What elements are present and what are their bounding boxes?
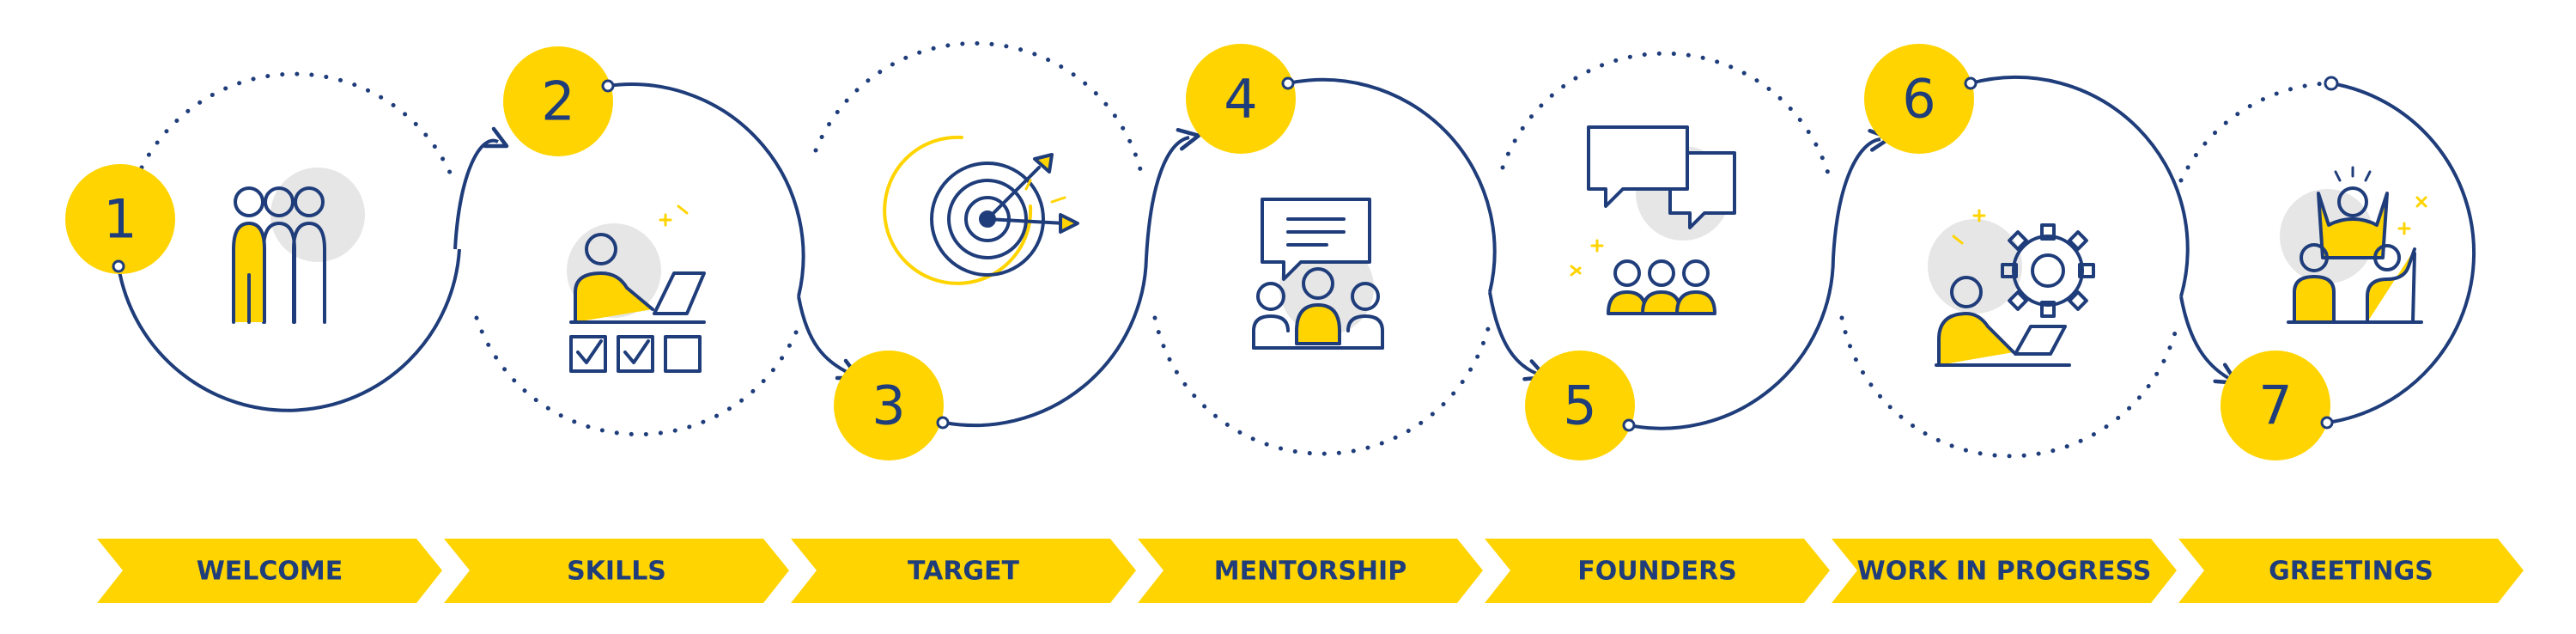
connector-arc-dotted [1500,51,1832,179]
connector-arc-dotted [1839,315,2179,459]
step-number: 3 [872,375,905,437]
connector-arc-dotted [813,40,1145,179]
step-badge-4: 4 [1186,44,1296,154]
connector-arc-solid [1970,75,2190,297]
celebrating-people-icon [2280,166,2427,324]
step-number: 1 [103,188,137,251]
step-badge-1: 1 [65,164,175,274]
connector-arc-solid [453,126,509,250]
connector-arc-solid [797,296,861,381]
chevron-step-7: GREETINGS [2178,539,2524,603]
connector-arc-solid [1287,77,1497,293]
step-label: TARGET [908,557,1020,587]
chevron-step-2: SKILLS [444,539,789,603]
meeting-chat-icon [1252,198,1384,350]
step-number: 4 [1224,68,1257,131]
connector-arc-solid [1628,257,1835,430]
step-badge-6: 6 [1864,44,1978,154]
founders-chat-icon [1570,125,1736,315]
chevron-step-6: WORK IN PROGRESS [1832,539,2177,603]
connector-arc-dotted [2178,81,2330,183]
chevron-step-5: FOUNDERS [1485,539,1830,603]
connector-arc-solid [2326,82,2476,424]
checklist-laptop-icon [567,204,706,373]
step-label: SKILLS [567,557,666,587]
step-label: WORK IN PROGRESS [1857,557,2152,587]
connector-arc-dotted [139,71,458,187]
connector-arc-solid [1488,291,1548,381]
gear-laptop-icon [1928,209,2095,367]
connector-arc-dotted [474,315,801,437]
step-label: FOUNDERS [1577,557,1737,587]
connector-arc-solid [1145,127,1201,259]
step-number: 6 [1902,68,1935,131]
connector-arc-solid [1832,128,1893,259]
connector-arc-solid [117,248,461,412]
team-icon [232,168,365,324]
chevron-step-1: WELCOME [97,539,442,603]
step-number: 2 [541,70,574,133]
step-label: MENTORSHIP [1214,557,1406,587]
target-arrows-icon [883,135,1079,285]
endpoint-dot [2324,76,2339,91]
step-badge-3: 3 [834,351,950,460]
connector-arc-solid [607,82,805,297]
chevron-step-3: TARGET [791,539,1136,603]
step-label: GREETINGS [2269,557,2433,587]
connector-arc-solid [2179,296,2239,386]
step-badge-2: 2 [503,46,615,156]
step-badge-5: 5 [1525,351,1636,460]
connector-arc-solid [944,257,1148,428]
step-number: 5 [1563,375,1596,437]
chevron-step-4: MENTORSHIP [1138,539,1483,603]
step-number: 7 [2258,375,2292,437]
step-label: WELCOME [197,557,343,587]
step-badge-7: 7 [2221,351,2334,460]
